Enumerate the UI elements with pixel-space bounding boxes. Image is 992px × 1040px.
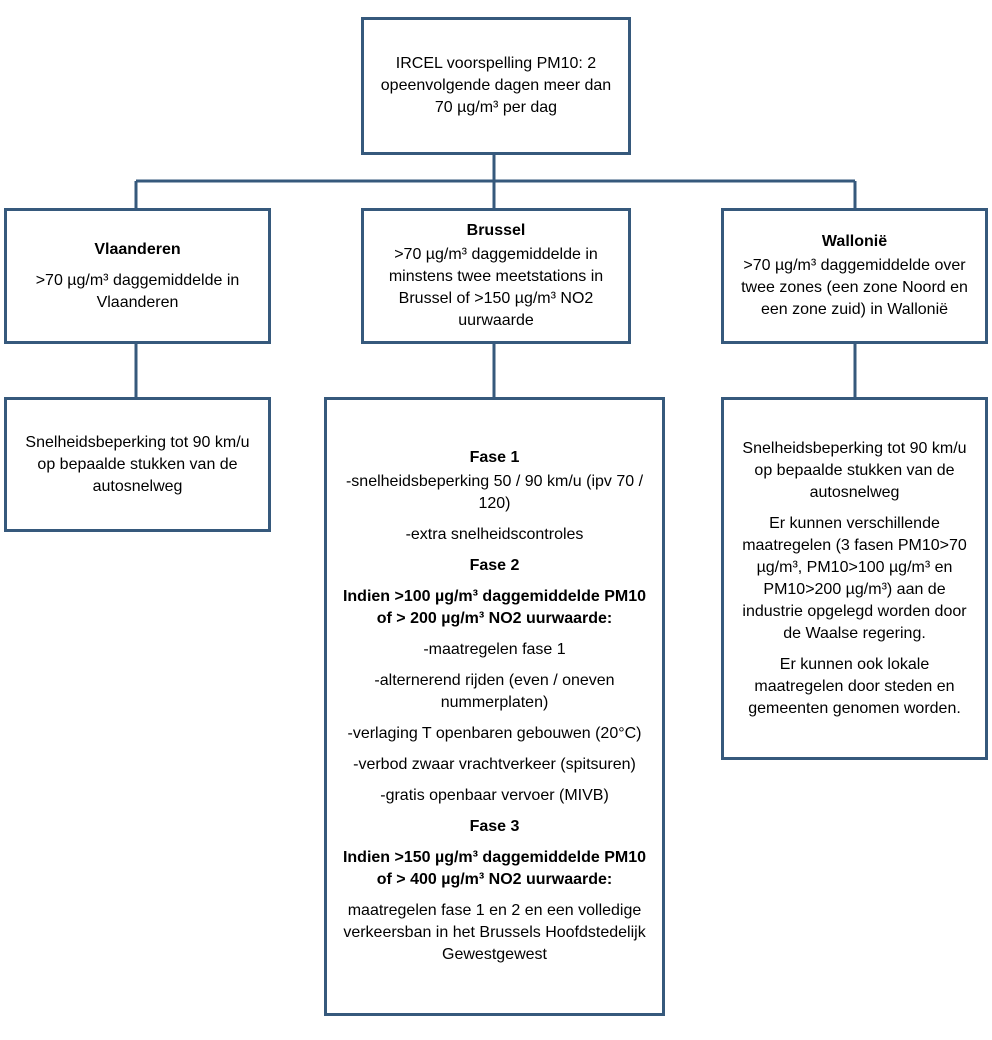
wallonie-measures-box: Snelheidsbeperking tot 90 km/u op bepaal… (721, 397, 988, 760)
brussel-title: Brussel (466, 222, 526, 239)
vlaanderen-criterion: >70 µg/m³ daggemiddelde in Vlaanderen (35, 271, 240, 311)
root-text: IRCEL voorspelling PM10: 2 opeenvolgende… (380, 55, 612, 116)
brussel-phase3-condition: Indien >150 µg/m³ daggemiddelde PM10 of … (342, 849, 647, 888)
wallonie-measures-industry: Er kunnen verschillende maatregelen (3 f… (742, 514, 967, 642)
wallonie-title: Wallonië (821, 233, 888, 250)
brussel-phase2-item: -gratis openbaar vervoer (MIVB) (380, 787, 609, 804)
vlaanderen-box: Vlaanderen >70 µg/m³ daggemiddelde in Vl… (4, 208, 271, 344)
brussel-phase2-item: -maatregelen fase 1 (423, 641, 566, 658)
wallonie-box: Wallonië >70 µg/m³ daggemiddelde over tw… (721, 208, 988, 344)
brussel-phase2-item: -alternerend rijden (even / oneven numme… (374, 672, 615, 711)
vlaanderen-measures: Snelheidsbeperking tot 90 km/u op bepaal… (25, 433, 250, 495)
brussel-phase2-item: -verlaging T openbaren gebouwen (20°C) (347, 725, 642, 742)
vlaanderen-title: Vlaanderen (94, 240, 181, 258)
brussel-phase1-item: -extra snelheidscontroles (405, 526, 584, 543)
brussel-phase2-title: Fase 2 (469, 557, 520, 574)
brussel-phase1-item: -snelheidsbeperking 50 / 90 km/u (ipv 70… (345, 473, 644, 512)
root-box: IRCEL voorspelling PM10: 2 opeenvolgende… (361, 17, 631, 155)
brussel-phase2-condition: Indien >100 µg/m³ daggemiddelde PM10 of … (342, 588, 647, 627)
wallonie-measures-local: Er kunnen ook lokale maatregelen door st… (748, 655, 961, 717)
brussel-measures-box: Fase 1 -snelheidsbeperking 50 / 90 km/u … (324, 397, 665, 1016)
brussel-phase1-title: Fase 1 (469, 449, 520, 466)
wallonie-criterion: >70 µg/m³ daggemiddelde over twee zones … (741, 257, 968, 318)
vlaanderen-measures-box: Snelheidsbeperking tot 90 km/u op bepaal… (4, 397, 271, 532)
brussel-phase2-item: -verbod zwaar vrachtverkeer (spitsuren) (353, 756, 636, 773)
brussel-phase3-title: Fase 3 (469, 818, 520, 835)
brussel-box: Brussel >70 µg/m³ daggemiddelde in minst… (361, 208, 631, 344)
wallonie-measures-speed: Snelheidsbeperking tot 90 km/u op bepaal… (742, 439, 967, 501)
brussel-phase3-text: maatregelen fase 1 en 2 en een volledige… (343, 902, 646, 963)
brussel-criterion: >70 µg/m³ daggemiddelde in minstens twee… (388, 246, 604, 329)
